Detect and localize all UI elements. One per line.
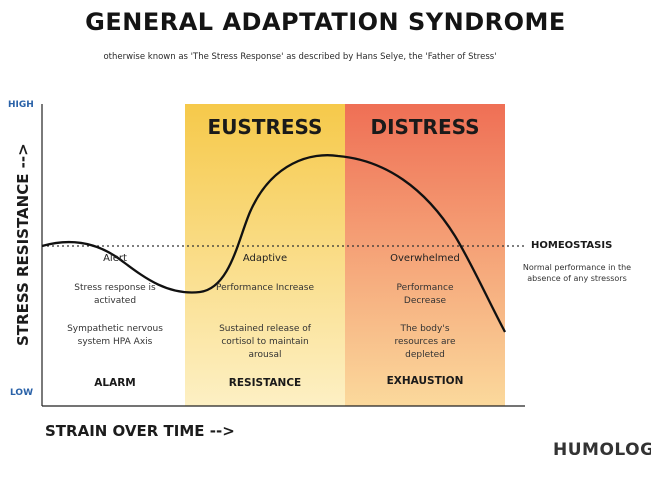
resistance-description-2: Sustained release of cortisol to maintai… <box>219 324 311 360</box>
stress-curve <box>41 154 507 333</box>
page-title: GENERAL ADAPTATION SYNDROME <box>85 8 566 36</box>
y-axis-label: STRESS RESISTANCE --> <box>14 143 32 346</box>
axis-high-label: HIGH <box>8 100 34 110</box>
page-subtitle: otherwise known as 'The Stress Response'… <box>103 52 497 62</box>
stage-resistance: RESISTANCE <box>228 377 302 389</box>
x-axis-label: STRAIN OVER TIME --> <box>45 422 235 440</box>
brand-logo: HUMOLOGY <box>553 440 651 460</box>
resistance-description-1: Performance Increase <box>216 283 314 293</box>
eustress-zone <box>185 104 345 406</box>
homeostasis-label: HOMEOSTASIS <box>531 240 613 251</box>
eustress-heading: EUSTRESS <box>207 115 323 139</box>
stage-exhaustion: EXHAUSTION <box>386 375 464 387</box>
overwhelmed-label: Overwhelmed <box>390 253 460 264</box>
alarm-description-1: Stress response is activated <box>74 283 156 306</box>
stage-alarm: ALARM <box>94 377 136 389</box>
exhaustion-description-1: Performance Decrease <box>396 283 454 306</box>
exhaustion-description-2: The body's resources are depleted <box>394 324 456 360</box>
alarm-description-2: Sympathetic nervous system HPA Axis <box>67 324 163 347</box>
distress-zone <box>345 104 505 406</box>
adaptive-label: Adaptive <box>242 253 288 264</box>
axis-low-label: LOW <box>10 388 33 398</box>
homeostasis-description: Normal performance in the absence of any… <box>522 263 632 283</box>
alert-label: Alert <box>103 253 127 264</box>
distress-heading: DISTRESS <box>370 115 480 139</box>
